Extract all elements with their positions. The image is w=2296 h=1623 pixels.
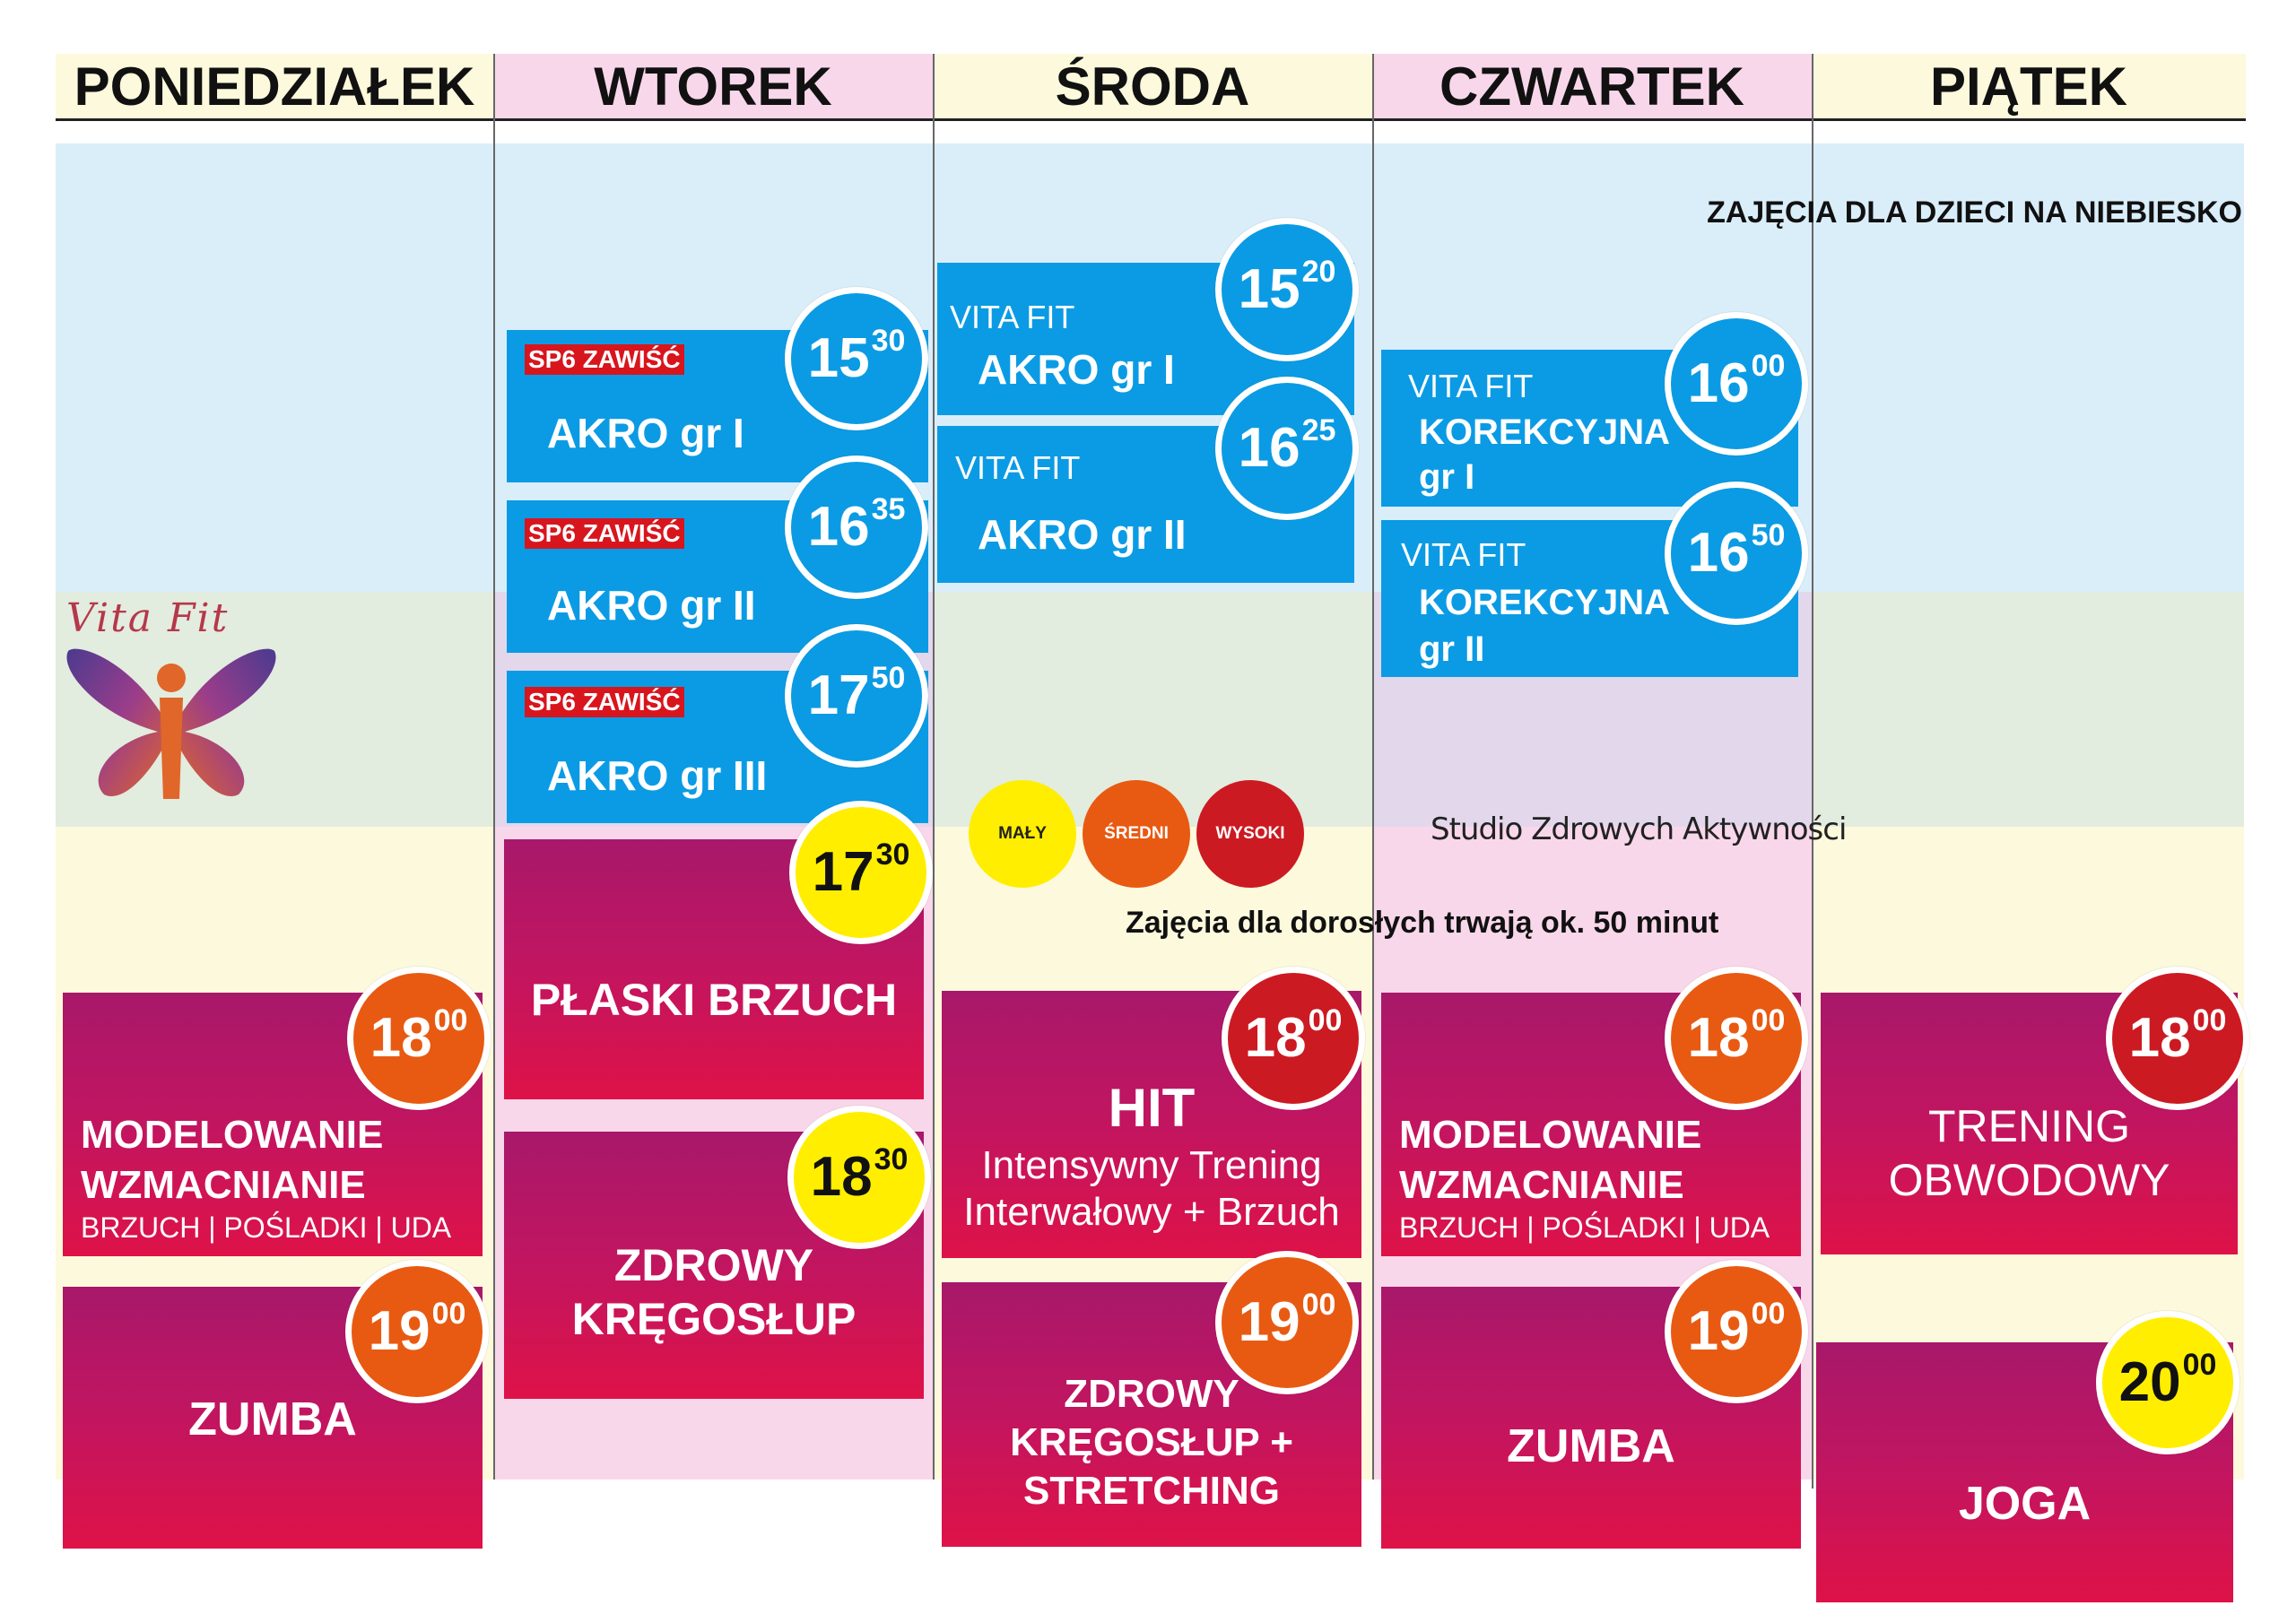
class-card-joga[interactable]: JOGA xyxy=(1816,1342,2233,1602)
column-divider xyxy=(1372,54,1374,1480)
class-name: ZUMBA xyxy=(1507,1420,1675,1472)
organizer-label: VITA FIT xyxy=(950,299,1075,335)
class-subtitle-line1: Intensywny Trening xyxy=(981,1143,1322,1187)
class-name-line1: ZDROWY xyxy=(613,1240,814,1290)
butterfly-person-logo-icon xyxy=(66,648,276,799)
class-group: gr II xyxy=(1419,629,1485,669)
vita-fit-logo: Vita Fit xyxy=(59,592,283,799)
school-tag: SP6 ZAWIŚĆ xyxy=(525,687,684,717)
class-name: ZUMBA xyxy=(188,1393,357,1445)
header-wednesday: ŚRODA xyxy=(933,54,1372,118)
class-name-line1: TRENING xyxy=(1928,1101,2130,1151)
class-name-line2: WZMACNIANIE xyxy=(81,1163,366,1207)
class-name: AKRO gr I xyxy=(547,410,744,456)
column-divider xyxy=(933,54,935,1480)
class-name: AKRO gr II xyxy=(547,582,756,629)
class-name: KOREKCYJNA xyxy=(1419,412,1671,452)
column-divider xyxy=(1812,54,1813,1488)
class-name: PŁASKI BRZUCH xyxy=(530,975,898,1025)
studio-label: Studio Zdrowych Aktywności xyxy=(1431,812,1847,847)
class-name-line1: ZDROWY xyxy=(1064,1372,1239,1416)
class-name: KOREKCYJNA xyxy=(1419,583,1671,622)
class-name-line2: OBWODOWY xyxy=(1888,1155,2170,1205)
adults-note: Zajęcia dla dorosłych trwają ok. 50 minu… xyxy=(1126,906,1719,940)
class-subtitle-line2: Interwałowy + Brzuch xyxy=(963,1190,1340,1234)
school-tag: SP6 ZAWIŚĆ xyxy=(525,518,684,549)
level-mid-badge: ŚREDNI xyxy=(1083,780,1190,888)
class-group: gr I xyxy=(1419,457,1475,497)
header-monday: PONIEDZIAŁEK xyxy=(56,54,493,118)
class-name: AKRO gr II xyxy=(978,511,1187,558)
header-divider xyxy=(56,118,2246,121)
class-name-line3: STRETCHING xyxy=(1023,1469,1280,1513)
class-name-line2: KRĘGOSŁUP xyxy=(571,1294,857,1344)
class-name-line2: WZMACNIANIE xyxy=(1399,1163,1684,1207)
organizer-label: VITA FIT xyxy=(1401,536,1526,573)
column-divider xyxy=(493,54,495,1480)
school-tag: SP6 ZAWIŚĆ xyxy=(525,344,684,375)
level-high-badge: WYSOKI xyxy=(1196,780,1304,888)
class-focus: BRZUCH | POŚLADKI | UDA xyxy=(1399,1211,1770,1244)
class-name-line1: MODELOWANIE xyxy=(1399,1113,1702,1157)
logo-text: Vita Fit xyxy=(66,595,230,641)
class-name-line2: KRĘGOSŁUP + xyxy=(1010,1420,1293,1464)
organizer-label: VITA FIT xyxy=(955,449,1081,486)
class-name: AKRO gr III xyxy=(547,752,768,799)
class-name-line1: MODELOWANIE xyxy=(81,1113,384,1157)
class-name: JOGA xyxy=(1958,1478,2092,1530)
header-thursday: CZWARTEK xyxy=(1372,54,1812,118)
header-tuesday: WTOREK xyxy=(493,54,933,118)
class-title: HIT xyxy=(1108,1078,1196,1138)
class-focus: BRZUCH | POŚLADKI | UDA xyxy=(81,1211,452,1244)
header-friday: PIĄTEK xyxy=(1812,54,2246,118)
level-low-badge: MAŁY xyxy=(969,780,1076,888)
class-name: AKRO gr I xyxy=(978,346,1175,393)
kids-note: ZAJĘCIA DLA DZIECI NA NIEBIESKO xyxy=(1707,195,2242,230)
organizer-label: VITA FIT xyxy=(1408,368,1534,404)
